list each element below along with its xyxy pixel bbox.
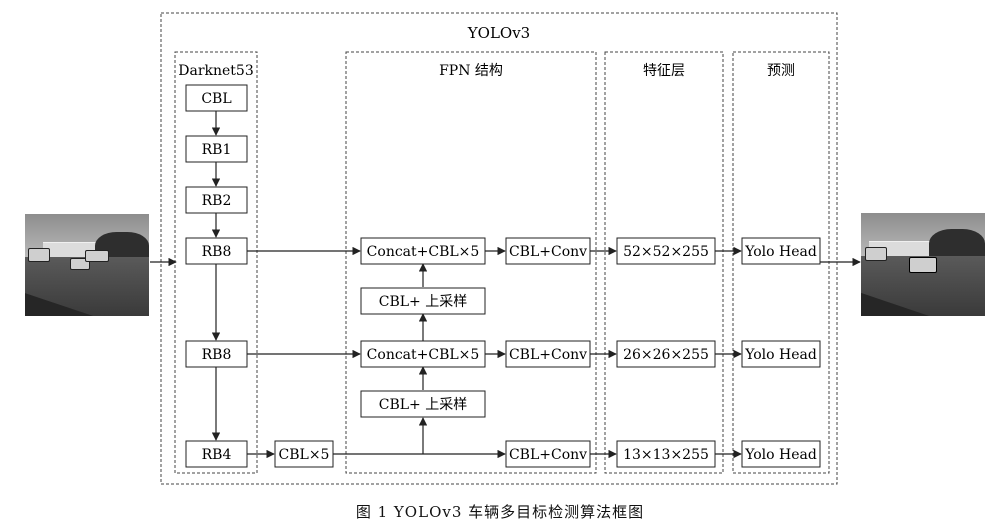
block-rb8-mid-label: RB8 bbox=[202, 347, 232, 363]
block-cbl bbox=[185, 84, 248, 112]
feature-26 bbox=[616, 340, 716, 368]
block-concat-top bbox=[360, 237, 486, 265]
block-rb4-label: RB4 bbox=[202, 447, 232, 463]
block-rb4 bbox=[185, 440, 248, 468]
feature-13-label: 13×13×255 bbox=[623, 447, 709, 463]
yolo-head-top bbox=[741, 237, 821, 265]
block-cbl5-label: CBL×5 bbox=[279, 447, 330, 463]
fpn-blocks: Concat+CBL×5 CBL+ 上采样 Concat+CBL×5 CBL+ … bbox=[360, 237, 591, 468]
block-upsample-2 bbox=[360, 390, 486, 418]
fpn-frame bbox=[345, 51, 597, 474]
block-rb1-label: RB1 bbox=[202, 142, 232, 158]
figure-caption: 图 1 YOLOv3 车辆多目标检测算法框图 bbox=[355, 503, 645, 521]
feature-52-label: 52×52×255 bbox=[623, 244, 709, 260]
input-image bbox=[25, 214, 149, 316]
connectors bbox=[150, 111, 861, 459]
block-conv-bottom-label: CBL+Conv bbox=[509, 447, 587, 463]
block-rb8-mid bbox=[185, 340, 248, 368]
block-cbl5 bbox=[274, 440, 334, 468]
feature-13 bbox=[616, 440, 716, 468]
block-conv-mid bbox=[505, 340, 591, 368]
yolo-head-bottom-label: Yolo Head bbox=[744, 447, 817, 463]
diagram-title: YOLOv3 bbox=[467, 24, 530, 42]
block-concat-mid bbox=[360, 340, 486, 368]
block-concat-top-label: Concat+CBL×5 bbox=[367, 244, 480, 260]
block-conv-top bbox=[505, 237, 591, 265]
block-conv-mid-label: CBL+Conv bbox=[509, 347, 587, 363]
output-image bbox=[861, 213, 985, 316]
yolo-head-bottom bbox=[741, 440, 821, 468]
block-conv-bottom bbox=[505, 440, 591, 468]
block-rb1 bbox=[185, 135, 248, 163]
block-cbl-label: CBL bbox=[201, 91, 231, 107]
feature-52 bbox=[616, 237, 716, 265]
yolov3-frame bbox=[160, 12, 838, 485]
block-rb2 bbox=[185, 186, 248, 214]
feature-26-label: 26×26×255 bbox=[623, 347, 709, 363]
block-upsample-1-label: CBL+ 上采样 bbox=[379, 294, 467, 310]
block-rb8-top bbox=[185, 237, 248, 265]
block-upsample-1 bbox=[360, 287, 486, 315]
block-concat-mid-label: Concat+CBL×5 bbox=[367, 347, 480, 363]
feature-title: 特征层 bbox=[643, 63, 685, 79]
fpn-title: FPN 结构 bbox=[439, 63, 503, 79]
yolo-head-mid bbox=[741, 340, 821, 368]
yolo-head-top-label: Yolo Head bbox=[744, 244, 817, 260]
block-rb2-label: RB2 bbox=[202, 193, 232, 209]
backbone-blocks: CBL RB1 RB2 RB8 RB8 RB4 bbox=[185, 84, 248, 468]
feature-blocks: 52×52×255 26×26×255 13×13×255 bbox=[616, 237, 716, 468]
block-rb8-top-label: RB8 bbox=[202, 244, 232, 260]
feature-frame bbox=[604, 51, 724, 474]
darknet-title: Darknet53 bbox=[178, 63, 254, 79]
predict-title: 预测 bbox=[767, 63, 795, 79]
block-conv-top-label: CBL+Conv bbox=[509, 244, 587, 260]
yolo-head-mid-label: Yolo Head bbox=[744, 347, 817, 363]
block-upsample-2-label: CBL+ 上采样 bbox=[379, 397, 467, 413]
head-blocks: Yolo Head Yolo Head Yolo Head bbox=[741, 237, 821, 468]
